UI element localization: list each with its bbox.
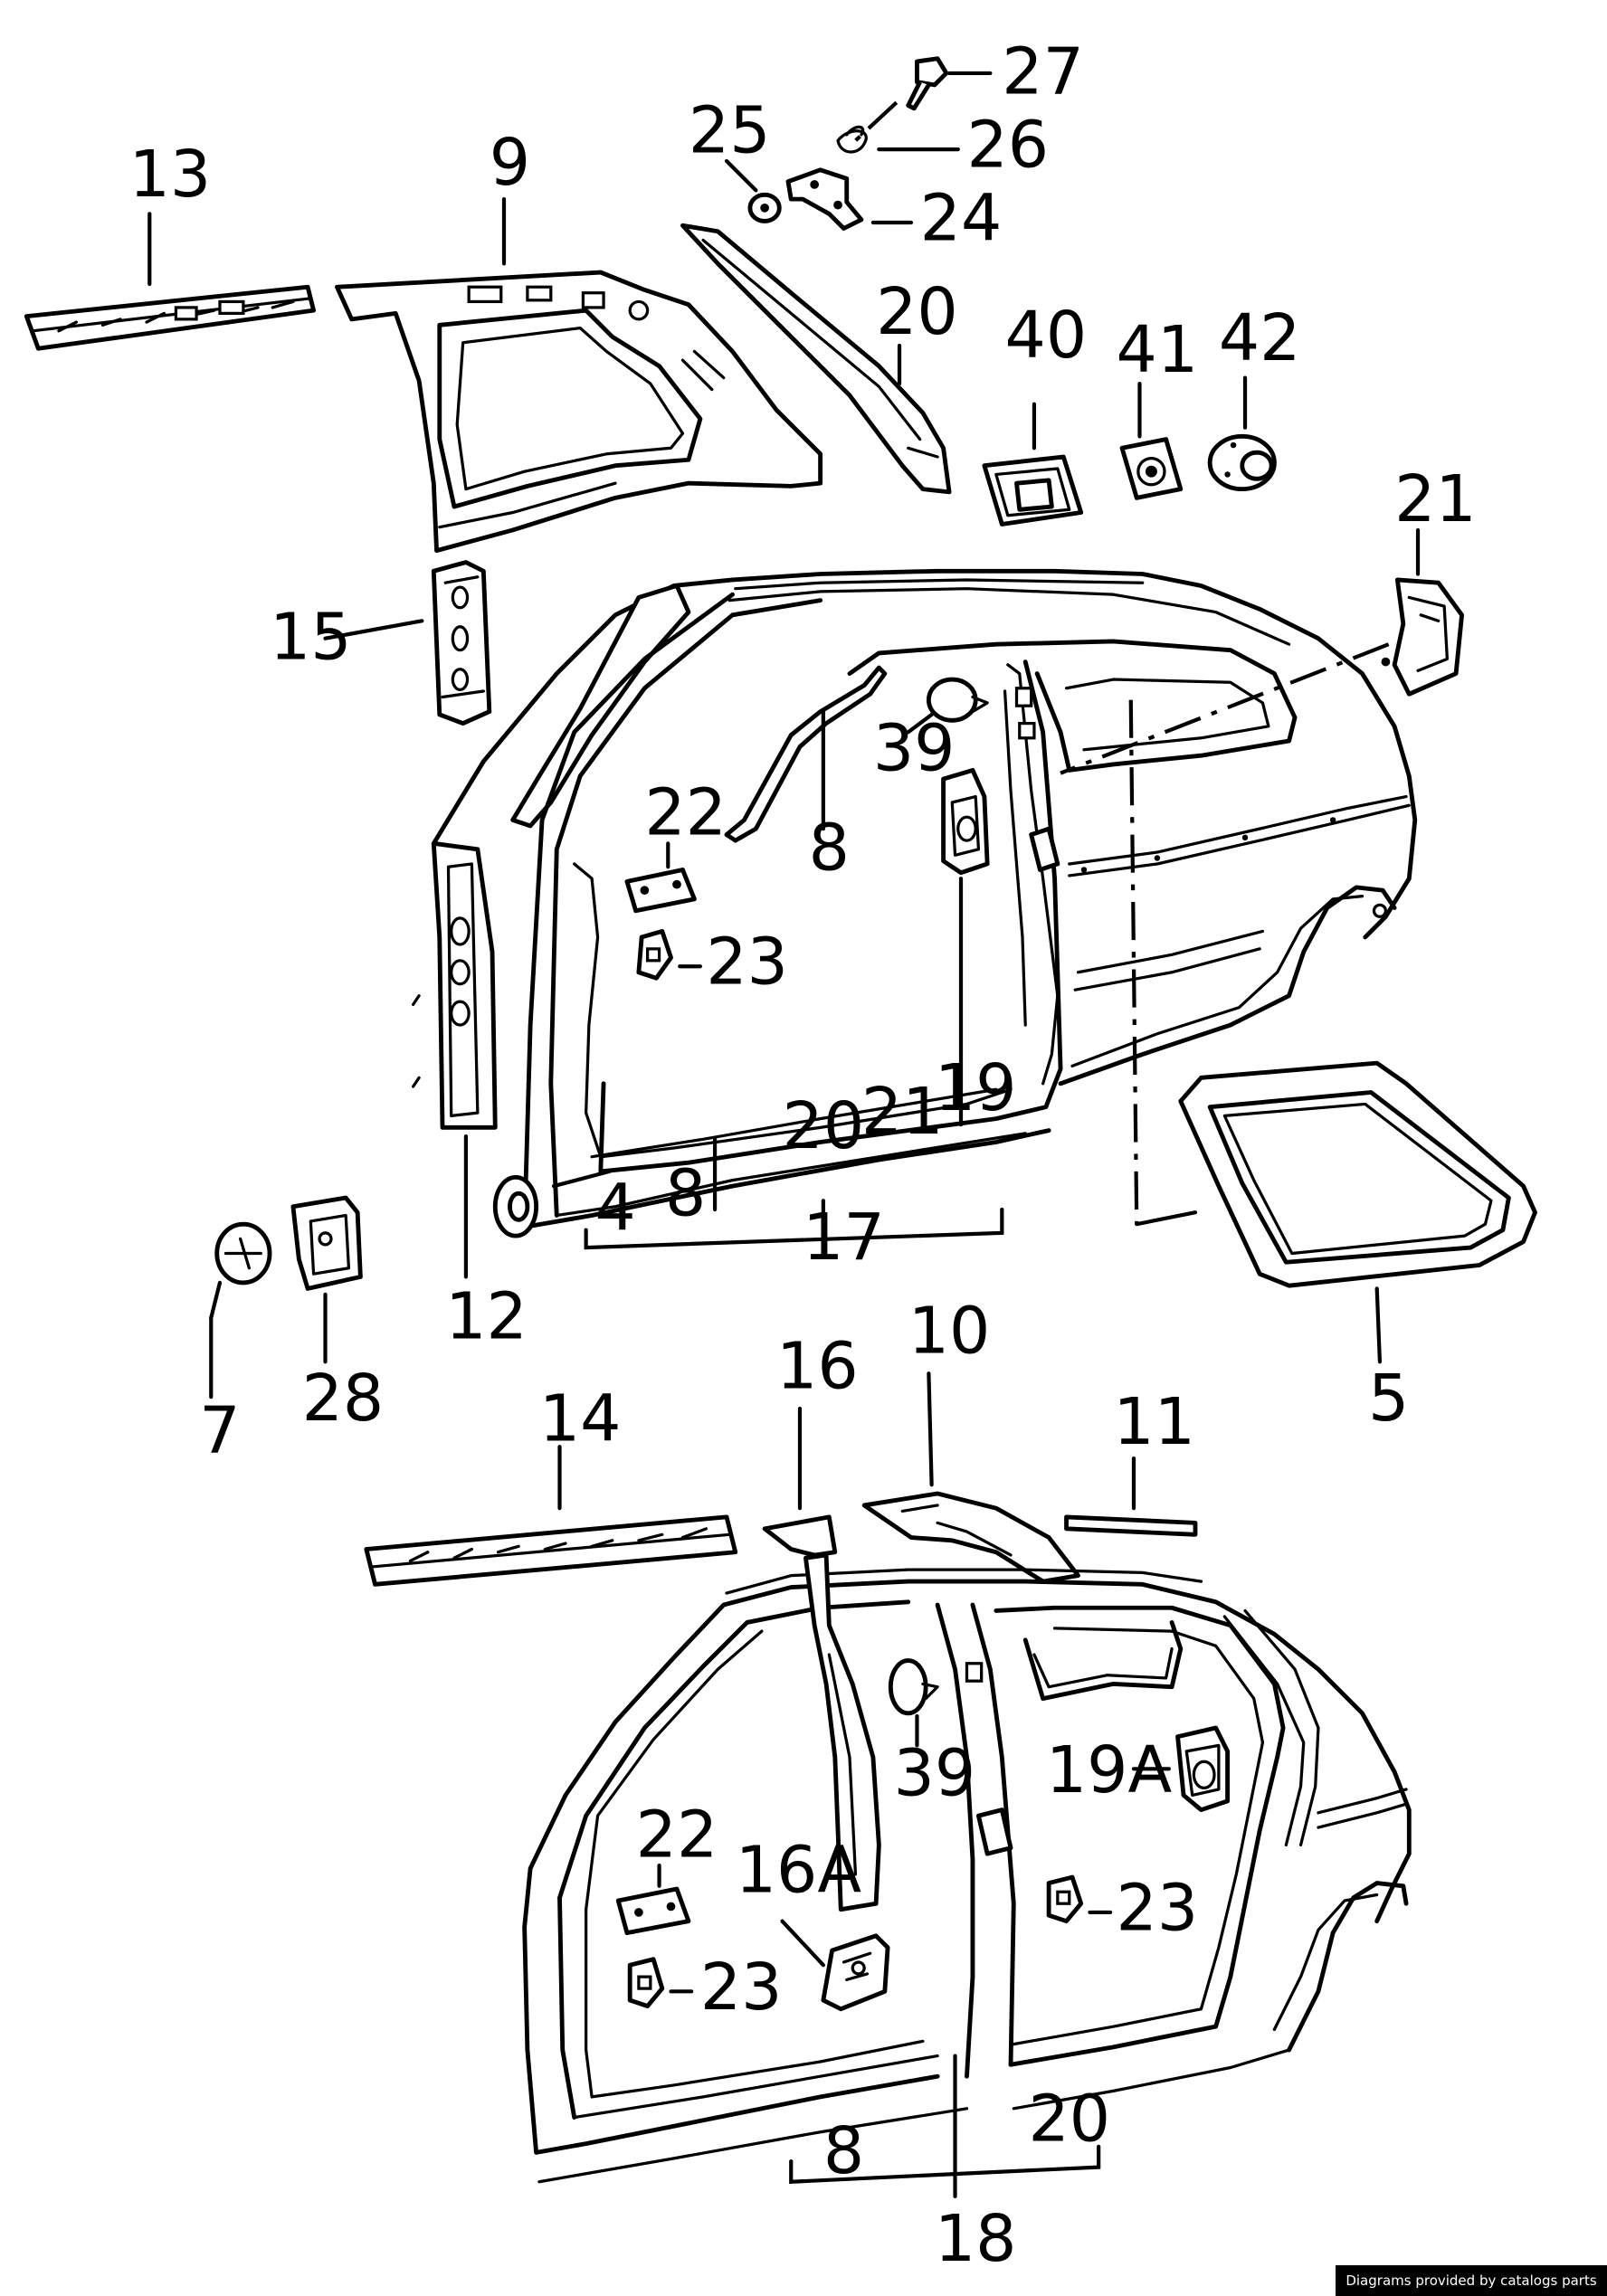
part-5-quarter-window bbox=[1178, 1060, 1537, 1364]
part-23-clip bbox=[636, 929, 702, 981]
part-23-lower-clip-front bbox=[627, 1957, 694, 2008]
label-25: 25 bbox=[689, 92, 771, 167]
label-21-mid: 21 bbox=[861, 1074, 944, 1149]
label-24: 24 bbox=[920, 180, 1003, 255]
part-11-strip bbox=[1064, 1456, 1198, 1537]
label-8-bottom: 8 bbox=[823, 2113, 864, 2188]
part-40-grommet bbox=[982, 402, 1084, 527]
part-15-pillar-reinforcement bbox=[323, 560, 492, 726]
part-28-bracket bbox=[290, 1195, 363, 1364]
label-8-mid: 8 bbox=[665, 1155, 706, 1230]
part-19-reinforcement bbox=[941, 767, 990, 1127]
part-24-bracket bbox=[785, 167, 914, 231]
label-22-top: 22 bbox=[644, 775, 727, 850]
part-7-grommet bbox=[209, 1221, 272, 1399]
label-4: 4 bbox=[594, 1171, 635, 1246]
label-23-bottom-front: 23 bbox=[700, 1950, 783, 2025]
part-39-plug bbox=[906, 677, 989, 735]
part-14-roof-rail bbox=[364, 1445, 738, 1587]
label-9: 9 bbox=[490, 125, 530, 200]
label-20-top: 20 bbox=[876, 274, 958, 349]
part-22-bracket bbox=[624, 841, 697, 914]
label-22-bottom: 22 bbox=[636, 1797, 718, 1872]
label-41: 41 bbox=[1117, 312, 1199, 387]
part-20-a-pillar-strip bbox=[680, 223, 952, 495]
label-11: 11 bbox=[1113, 1384, 1195, 1459]
part-9-quarter-frame bbox=[335, 197, 823, 554]
part-41-clip bbox=[1119, 381, 1184, 500]
part-4-grommet bbox=[492, 1169, 612, 1238]
dash-window-end bbox=[1135, 1210, 1198, 1227]
label-8-top: 8 bbox=[809, 810, 850, 885]
label-14: 14 bbox=[539, 1381, 622, 1456]
label-20-mid: 20 bbox=[783, 1088, 865, 1163]
label-40: 40 bbox=[1005, 298, 1088, 373]
label-23-top: 23 bbox=[706, 925, 788, 1000]
part-25-nut bbox=[724, 158, 782, 223]
label-21-top: 21 bbox=[1394, 461, 1477, 536]
label-19A: 19A bbox=[1046, 1732, 1173, 1807]
label-7: 7 bbox=[199, 1393, 240, 1468]
part-23-lower-clip-rear bbox=[1046, 1874, 1113, 1924]
dash-window bbox=[1128, 699, 1139, 1225]
bracket-17 bbox=[584, 1137, 1004, 1250]
label-39-top: 39 bbox=[873, 710, 956, 785]
label-12: 12 bbox=[445, 1278, 528, 1353]
part-42-cap bbox=[1207, 375, 1277, 492]
label-15: 15 bbox=[270, 599, 352, 674]
part-19A-reinforcement bbox=[1131, 1725, 1231, 1813]
label-17: 17 bbox=[803, 1200, 885, 1275]
bracket-18 bbox=[789, 2054, 1101, 2199]
part-22-lower-bracket bbox=[615, 1864, 691, 1936]
part-27-bolt bbox=[906, 56, 993, 111]
label-28: 28 bbox=[302, 1361, 385, 1436]
label-39-bottom: 39 bbox=[894, 1735, 976, 1810]
label-16A: 16A bbox=[736, 1832, 862, 1907]
label-19: 19 bbox=[935, 1050, 1017, 1125]
part-16A-bracket bbox=[780, 1919, 890, 2012]
label-18: 18 bbox=[935, 2201, 1017, 2276]
part-10-roof-corner bbox=[861, 1371, 1080, 1584]
part-26-clip bbox=[836, 100, 960, 154]
label-23-bottom-rear: 23 bbox=[1117, 1870, 1199, 1945]
part-39-lower-plug bbox=[888, 1658, 939, 1748]
side-panel-2-door bbox=[412, 568, 1418, 1229]
label-20-bottom: 20 bbox=[1028, 2081, 1110, 2156]
part-13-roof-rail bbox=[24, 212, 316, 351]
part-16-pillar-top bbox=[762, 1407, 838, 1558]
part-21-rear-bracket bbox=[1060, 527, 1464, 775]
label-16: 16 bbox=[776, 1328, 859, 1403]
label-10: 10 bbox=[908, 1294, 991, 1369]
label-5: 5 bbox=[1368, 1361, 1409, 1436]
credit-footer: Diagrams provided by catalogs parts bbox=[1336, 2265, 1607, 2296]
side-panel-4-door bbox=[522, 1552, 1412, 2184]
label-42: 42 bbox=[1219, 300, 1301, 375]
label-13: 13 bbox=[129, 137, 212, 212]
label-26: 26 bbox=[966, 108, 1049, 183]
label-27: 27 bbox=[1002, 34, 1084, 109]
